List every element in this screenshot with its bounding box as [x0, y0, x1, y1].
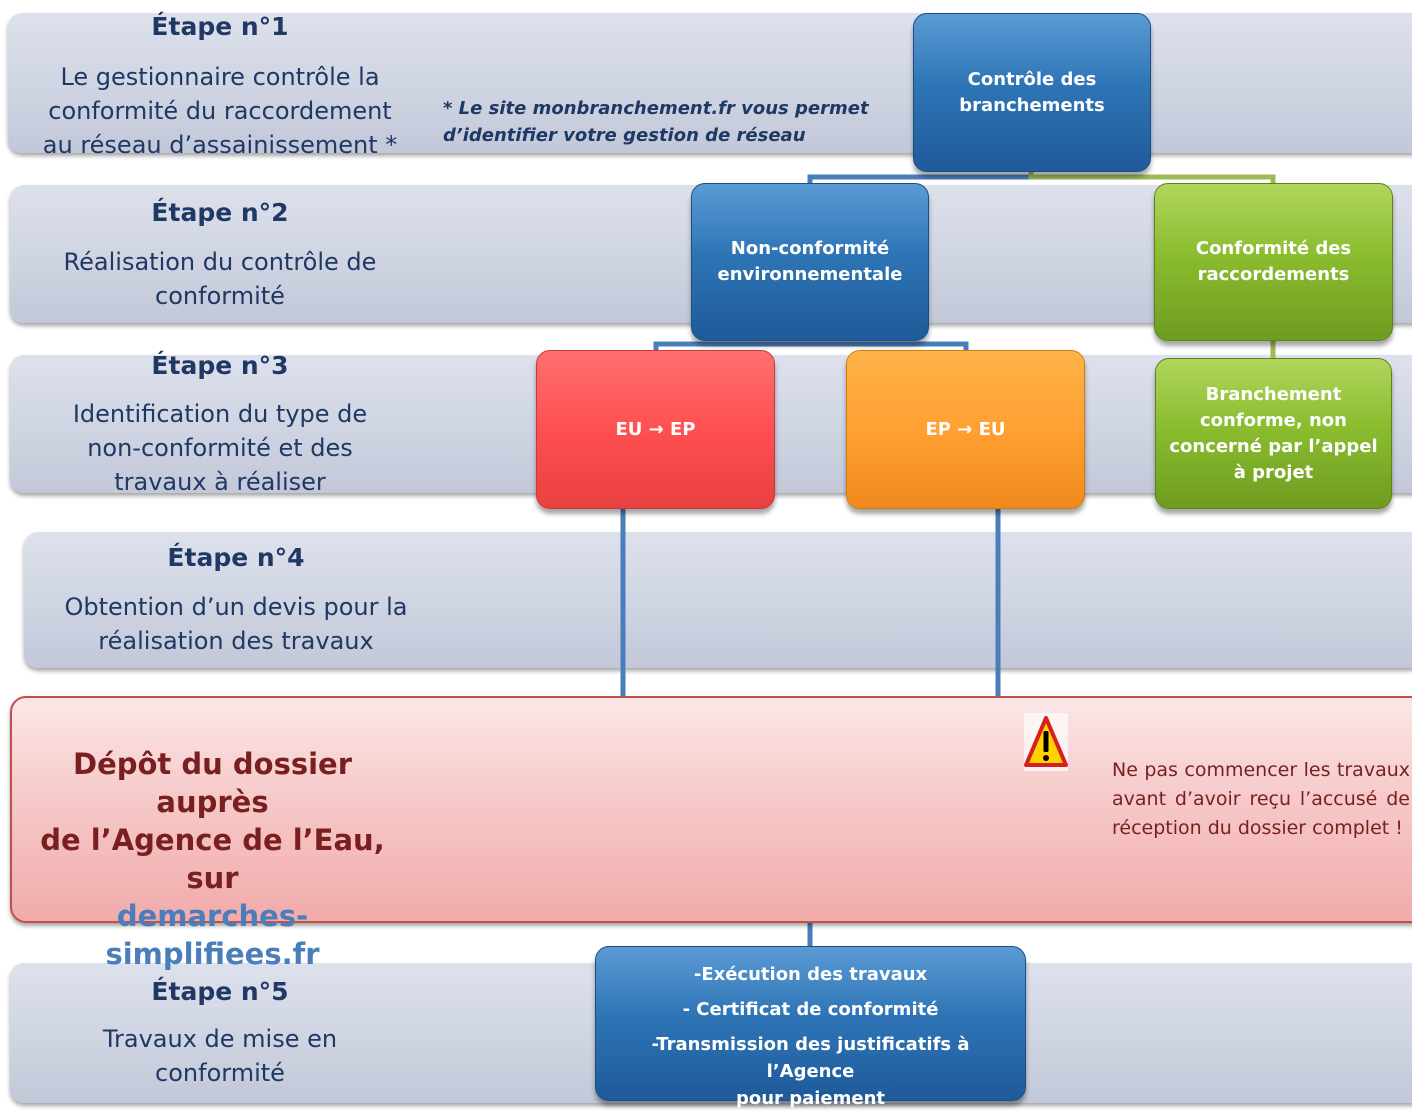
step-4-description: Obtention d’un devis pour la réalisation… — [16, 590, 456, 658]
box-line: -Transmission des justificatifs à l’Agen… — [651, 1034, 970, 1082]
box-line: -Exécution des travaux — [693, 964, 928, 985]
connector-controle-conformite — [1028, 172, 1276, 183]
step-5-line: conformité — [155, 1059, 285, 1087]
step-3-line: non-conformité et des — [87, 434, 353, 462]
step-1-line: au réseau d’assainissement * — [42, 131, 398, 159]
step-1-title: Étape n°1 — [151, 12, 289, 41]
controle-branchements-box: Contrôle des branchements — [913, 13, 1151, 172]
box-line: EP → EU — [925, 418, 1006, 440]
execution-travaux-box: -Exécution des travaux - Certificat de c… — [595, 946, 1026, 1109]
step-5-title: Étape n°5 — [151, 977, 289, 1006]
step-2-line: conformité — [155, 282, 285, 310]
step-2-line: Réalisation du contrôle de — [63, 248, 377, 276]
branchement-conforme-box: Branchement conforme, non concerné par l… — [1155, 358, 1392, 509]
box-line: Conformité des — [1195, 238, 1352, 259]
monbranchement-note: * Le site monbranchement.fr vous permet … — [443, 95, 869, 149]
box-line: Branchement — [1205, 383, 1342, 405]
deposit-panel — [10, 696, 1412, 923]
box-line: à projet — [1233, 461, 1314, 483]
eu-ep-box: EU → EP — [536, 350, 775, 509]
box-line: conforme, non — [1200, 409, 1347, 431]
warning-text: Ne pas commencer les travaux avant d’avo… — [1112, 759, 1410, 839]
deposit-line-1: Dépôt du dossier auprès — [73, 747, 352, 819]
step-1-description: Le gestionnaire contrôle la conformité d… — [0, 60, 440, 162]
box-line: raccordements — [1197, 264, 1350, 285]
step-4-title: Étape n°4 — [167, 543, 305, 572]
step-1-line: Le gestionnaire contrôle la — [60, 63, 380, 91]
step-4-line: réalisation des travaux — [98, 627, 374, 655]
deposit-link-line-2[interactable]: simplifiees.fr — [105, 937, 320, 971]
step-5-line: Travaux de mise en — [102, 1025, 338, 1053]
step-1-line: conformité du raccordement — [48, 97, 392, 125]
deposit-line-2: de l’Agence de l’Eau, sur — [40, 823, 385, 895]
step-5-description: Travaux de mise en conformité — [0, 1022, 440, 1090]
step-1-band — [8, 13, 1412, 153]
step-4-band — [24, 532, 1412, 668]
note-line: d’identifier votre gestion de réseau — [443, 125, 806, 146]
box-line: Contrôle des — [967, 68, 1097, 90]
step-4-line: Obtention d’un devis pour la — [64, 593, 408, 621]
box-line: concerné par l’appel — [1169, 435, 1378, 457]
box-line: - Certificat de conformité — [682, 999, 939, 1020]
step-2-description: Réalisation du contrôle de conformité — [0, 245, 440, 313]
box-line: branchements — [959, 94, 1105, 116]
step-3-description: Identification du type de non-conformité… — [0, 397, 440, 499]
deposit-text: Dépôt du dossier auprès de l’Agence de l… — [25, 745, 400, 973]
step-2-title: Étape n°2 — [151, 198, 289, 227]
non-conformite-box: Non-conformité environnementale — [691, 183, 929, 341]
box-line: environnementale — [717, 264, 903, 285]
note-line: * Le site monbranchement.fr vous permet — [443, 98, 869, 119]
box-line: EU → EP — [615, 418, 696, 440]
deposit-link-line-1[interactable]: demarches- — [116, 899, 309, 933]
conformite-box: Conformité des raccordements — [1154, 183, 1393, 341]
box-line: Non-conformité — [730, 238, 890, 259]
box-line: pour paiement — [735, 1088, 885, 1109]
connector-non-conformite-types — [653, 341, 969, 350]
step-3-line: Identification du type de — [72, 400, 368, 428]
step-3-line: travaux à réaliser — [114, 468, 326, 496]
connector-controle-non-conformite — [807, 172, 1034, 183]
step-3-title: Étape n°3 — [151, 351, 289, 380]
warning-icon — [1024, 713, 1068, 771]
ep-eu-box: EP → EU — [846, 350, 1085, 509]
